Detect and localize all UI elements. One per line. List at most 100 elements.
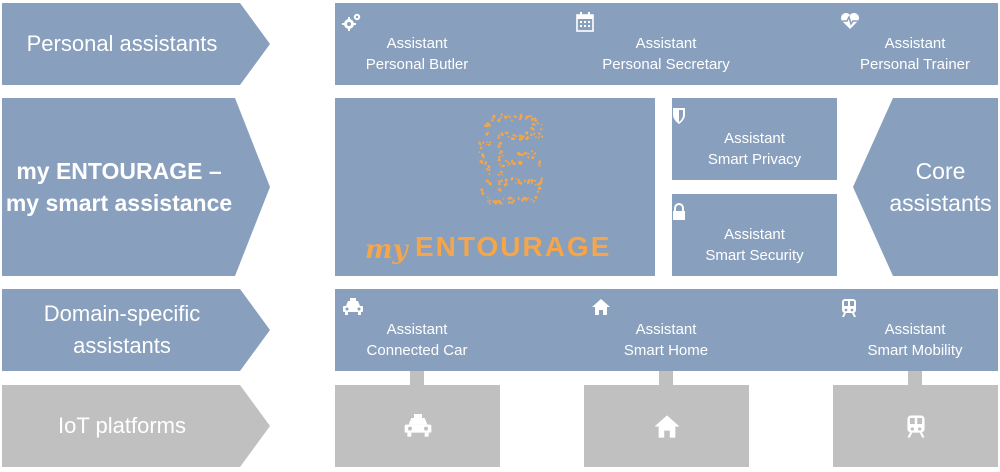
logo-dot bbox=[497, 199, 501, 203]
assistant-label-line1: Assistant bbox=[724, 226, 785, 243]
logo-dot bbox=[530, 117, 534, 121]
logo-dot bbox=[530, 179, 534, 183]
logo-dot bbox=[502, 197, 505, 200]
assistant-personal-secretary: Assistant Personal Secretary bbox=[576, 12, 756, 75]
row-label-domain-line1: Domain-specific bbox=[43, 301, 201, 326]
core-assistants-line1: Core bbox=[915, 158, 966, 184]
assistant-smart-mobility: Assistant Smart Mobility bbox=[840, 298, 990, 361]
assistant-label-line1: Assistant bbox=[724, 130, 785, 147]
logo-dot bbox=[512, 162, 516, 166]
logo-dot bbox=[517, 196, 520, 199]
logo-dot bbox=[540, 135, 544, 138]
row-label-personal-text: Personal assistants bbox=[26, 31, 218, 56]
core-assistants-arrow: Core assistants bbox=[853, 98, 998, 276]
logo-dot bbox=[510, 119, 513, 122]
assistant-label-line1: Assistant bbox=[635, 321, 697, 338]
logo-dot bbox=[534, 124, 537, 126]
assistant-connected-car: Assistant Connected Car bbox=[342, 298, 492, 361]
logo-dot bbox=[519, 181, 523, 185]
assistant-label-line2: Personal Butler bbox=[365, 56, 469, 73]
logo-dot bbox=[507, 115, 510, 117]
assistant-smart-home: Assistant Smart Home bbox=[591, 298, 741, 361]
logo-dot bbox=[515, 182, 517, 184]
logo-dot bbox=[507, 164, 510, 166]
assistant-label-line2: Smart Home bbox=[623, 342, 709, 359]
logo-dot bbox=[528, 115, 531, 118]
logo-dot bbox=[488, 168, 491, 171]
logo-dot bbox=[492, 200, 496, 203]
logo-dot bbox=[508, 116, 511, 119]
logo-dot bbox=[481, 153, 485, 157]
logo-dot bbox=[533, 153, 535, 156]
logo-dot bbox=[500, 179, 503, 183]
logo-dot bbox=[517, 152, 521, 155]
connector-car bbox=[410, 371, 424, 385]
assistant-personal-trainer: Assistant Personal Trainer bbox=[840, 12, 990, 75]
logo-dot bbox=[538, 132, 541, 135]
logo-dot bbox=[530, 115, 533, 118]
logo-dot bbox=[485, 132, 487, 135]
logo-dot bbox=[497, 173, 500, 176]
assistant-label-line1: Assistant bbox=[386, 35, 448, 52]
row-label-personal-assistants: Personal assistants bbox=[2, 3, 270, 85]
logo-dot bbox=[514, 116, 517, 119]
logo-dot bbox=[525, 137, 529, 140]
logo-dot bbox=[526, 181, 530, 184]
logo-dot bbox=[478, 151, 481, 154]
assistant-label-line1: Assistant bbox=[884, 321, 946, 338]
logo-dot bbox=[517, 181, 520, 183]
logo-dot bbox=[488, 141, 492, 144]
logo-dot bbox=[520, 161, 523, 164]
logo-dot bbox=[500, 150, 503, 154]
logo-dot bbox=[508, 163, 511, 166]
logo-dot bbox=[518, 134, 522, 138]
logo-dot bbox=[488, 173, 491, 176]
logo-dot bbox=[497, 136, 500, 139]
smart-privacy-box: Assistant Smart Privacy bbox=[672, 98, 837, 180]
assistant-label-line1: Assistant bbox=[884, 35, 946, 52]
smart-security-box: Assistant Smart Security bbox=[672, 194, 837, 276]
logo-dot bbox=[525, 131, 529, 135]
logo-dot bbox=[540, 178, 543, 181]
logo-dot bbox=[520, 198, 523, 201]
logo-dot bbox=[537, 136, 540, 139]
logo-dot bbox=[518, 117, 522, 121]
logo-dot bbox=[527, 153, 530, 155]
logo-dot bbox=[497, 134, 501, 137]
logo-dot bbox=[479, 146, 483, 150]
logo-dot bbox=[501, 173, 503, 176]
calendar-icon bbox=[576, 12, 756, 32]
assistant-personal-butler: Assistant Personal Butler bbox=[342, 12, 492, 75]
logo-dot bbox=[512, 137, 516, 140]
logo-dot bbox=[523, 151, 527, 155]
logo-dot bbox=[485, 168, 489, 171]
logo-dot bbox=[536, 122, 540, 125]
logo-word-text: ENTOURAGE bbox=[415, 231, 611, 262]
logo-dot bbox=[489, 199, 491, 202]
logo-dot bbox=[482, 193, 484, 196]
logo-dot bbox=[530, 126, 534, 130]
assistant-label-line2: Smart Security bbox=[705, 247, 804, 264]
logo-dot bbox=[491, 118, 494, 122]
logo-dot bbox=[510, 201, 514, 204]
logo-dot bbox=[533, 117, 536, 120]
logo-dot bbox=[539, 161, 541, 164]
iot-platform-home bbox=[584, 385, 749, 467]
logo-dot bbox=[534, 197, 537, 199]
logo-dot bbox=[525, 116, 528, 119]
logo-dot bbox=[528, 197, 530, 200]
row-label-iot-platforms: IoT platforms bbox=[2, 385, 270, 467]
train-icon bbox=[905, 414, 927, 439]
assistant-smart-security: Assistant Smart Security bbox=[672, 203, 837, 266]
row-label-domain-line2: assistants bbox=[73, 333, 171, 358]
logo-dot bbox=[505, 159, 508, 162]
heartbeat-icon bbox=[840, 12, 990, 32]
logo-dot bbox=[500, 133, 504, 137]
logo-dot bbox=[501, 202, 503, 205]
row-label-entourage-line1: my ENTOURAGE – bbox=[16, 158, 222, 184]
logo-dot bbox=[488, 181, 492, 185]
entourage-logo-box: my ENTOURAGE bbox=[335, 98, 655, 276]
logo-dot bbox=[498, 188, 501, 191]
logo-dot bbox=[480, 188, 484, 192]
entourage-wordmark: my ENTOURAGE bbox=[365, 231, 611, 265]
